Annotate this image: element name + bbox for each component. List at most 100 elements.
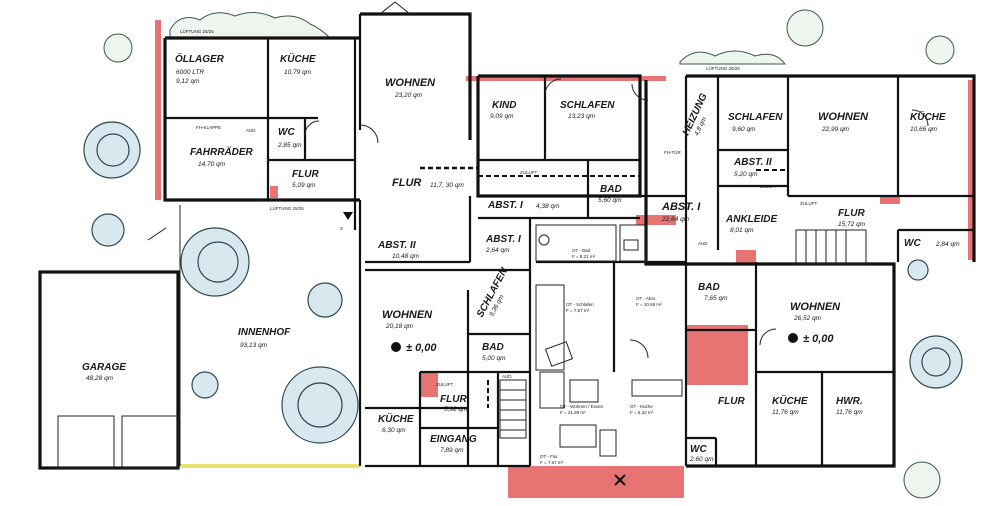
room-label: SCHLAFEN	[560, 100, 615, 111]
stairs	[499, 379, 527, 439]
shrub	[903, 461, 941, 499]
room-label: WC	[690, 444, 707, 455]
annotation: AUD	[502, 374, 512, 379]
room-area: 11,76 qm	[836, 409, 863, 416]
unit-label: OT - Flur	[540, 454, 558, 459]
room-label: BAD	[600, 184, 622, 195]
unit-label: OT - Schlafen	[566, 302, 594, 307]
courtyard: INNENHOF 93,13 qm	[179, 205, 360, 468]
level-markers	[343, 212, 798, 486]
unit-label: OT - Bad	[572, 248, 591, 253]
room-label: ABST. I	[487, 200, 523, 211]
air-ducts	[420, 166, 823, 440]
room-label: WC	[278, 127, 295, 138]
tree-canopy	[96, 133, 130, 167]
room-area: 5,92 qm	[444, 406, 468, 413]
room-label: WOHNEN	[382, 309, 433, 321]
room-label: FLUR	[838, 208, 865, 219]
unit-label: OT - Abst.	[636, 296, 656, 301]
room-label: BAD	[698, 282, 720, 293]
room-label: ABST. II	[377, 240, 416, 251]
room-label: WOHNEN	[385, 77, 436, 89]
garage-area: 48,28 qm	[86, 375, 114, 382]
accent-strip	[968, 80, 974, 260]
room-label: HWR.	[836, 396, 863, 407]
accent-strip	[155, 20, 161, 200]
accent-block	[420, 372, 438, 397]
tree	[191, 371, 219, 399]
unit-area: F = 6,32 m²	[630, 410, 654, 415]
room-area: 2,85 qm	[277, 142, 302, 149]
room-area: 23,20 qm	[394, 92, 423, 99]
accent-block	[736, 250, 756, 264]
room-area: 4,38 qm	[536, 203, 560, 210]
room-area: 5,00 qm	[482, 355, 506, 362]
room-label: ABST. I	[485, 234, 521, 245]
unit-area: F = 21,89 m²	[560, 410, 586, 415]
annotation: ZULUFT	[520, 170, 537, 175]
middle-walls	[476, 74, 688, 466]
accent-strip	[466, 76, 666, 81]
level-marker-icon	[391, 342, 401, 352]
annotation: LÜFTUNG 25/25	[270, 205, 304, 211]
room-area: 8,01 qm	[730, 227, 754, 234]
annotation: LÜFTUNG 25/25	[706, 65, 740, 71]
room-area: 22,64 qm	[661, 216, 690, 223]
accent-strip	[636, 215, 676, 225]
annotation: ZULUFT	[800, 201, 817, 206]
room-label: KIND	[492, 100, 516, 111]
shrub	[925, 35, 955, 65]
room-label: FLUR	[392, 177, 421, 189]
annotation: FH-TÜR	[664, 149, 681, 155]
room-line: 6000 LTR	[176, 69, 204, 76]
room-area: 5,20 qm	[734, 171, 758, 178]
entrance-steps	[508, 466, 684, 498]
accent-block	[270, 186, 278, 198]
room-area: 15,72 qm	[838, 221, 866, 228]
room-area: 9,09 qm	[490, 113, 514, 120]
room-area: 11,7, 30 qm	[430, 182, 464, 189]
room-area: 14,70 qm	[198, 161, 226, 168]
room-label: ANKLEIDE	[725, 214, 777, 225]
annotation: ZULUFT	[760, 184, 777, 189]
left-wing-walls	[163, 12, 530, 468]
room-area: 10,48 qm	[392, 253, 420, 260]
tree	[907, 259, 929, 281]
room-area: 26,52 qm	[793, 315, 822, 322]
room-area: 7,89 qm	[440, 447, 464, 454]
accent-strip	[880, 196, 900, 204]
tree-canopy	[921, 347, 951, 377]
room-label: ABST. II	[733, 157, 772, 168]
accent-block	[686, 325, 748, 385]
tree	[91, 213, 125, 247]
room-area: 13,23 qm	[568, 113, 596, 120]
unit-label: OT - Küche	[630, 404, 653, 409]
room-label: ÖLLAGER	[175, 52, 225, 65]
garage: GARAGE 48,28 qm	[38, 270, 180, 470]
room-area: 6,30 qm	[382, 427, 406, 434]
room-label: BAD	[482, 342, 504, 353]
room-label: KÜCHE	[378, 412, 414, 425]
accent-areas	[155, 20, 974, 498]
room-area: 9,12 qm	[176, 78, 200, 85]
tree	[307, 282, 343, 318]
door-swings	[147, 1, 929, 359]
room-area: 5,09 qm	[292, 182, 316, 189]
room-area: 2,60 qm	[689, 456, 714, 463]
tree-canopy	[197, 241, 239, 283]
room-label: FLUR	[440, 394, 467, 405]
right-wing-walls	[686, 74, 976, 468]
unit-area: F = 10,69 m²	[636, 302, 662, 307]
level-label: ± 0,00	[406, 342, 437, 354]
annotation: ZULUFT	[436, 382, 453, 387]
unit-area: F = 8,21 m²	[572, 254, 596, 259]
room-label: KÜCHE	[772, 394, 808, 407]
room-area: 10,79 qm	[284, 69, 312, 76]
hedge-top-right	[679, 50, 786, 65]
entrance-arrow-icon	[343, 212, 353, 220]
room-label: KÜCHE	[280, 52, 316, 65]
room-area: 2,84 qm	[935, 241, 960, 248]
annotation: AUD	[246, 128, 256, 133]
shrub	[103, 33, 133, 63]
room-label: FLUR	[292, 169, 319, 180]
